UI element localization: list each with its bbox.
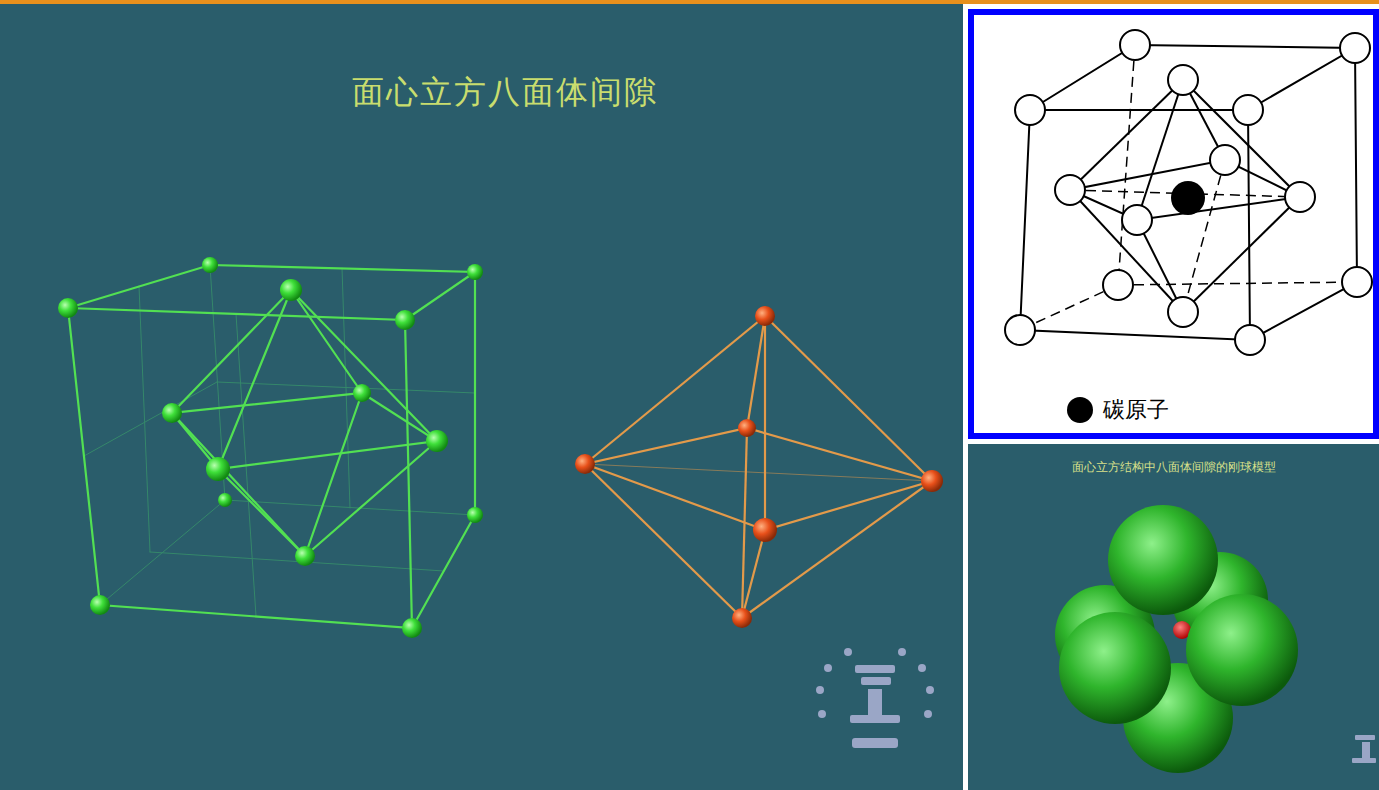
legend-swatch — [1067, 397, 1093, 423]
panel-caption: 面心立方结构中八面体间隙的刚球模型 — [1072, 459, 1276, 476]
legend-label: 碳原子 — [1103, 395, 1169, 425]
octahedron-wireframe — [575, 306, 943, 628]
fcc-cell-with-carbon — [1005, 30, 1372, 355]
right-top-panel — [971, 12, 1376, 436]
top-rule — [0, 0, 1379, 4]
hard-sphere-model — [1055, 505, 1298, 773]
left-panel — [0, 0, 963, 790]
right-bottom-panel — [968, 444, 1379, 790]
watermark-logo-small — [1352, 735, 1376, 763]
fcc-cube-wireframe — [58, 257, 483, 638]
slide-title: 面心立方八面体间隙 — [352, 71, 658, 115]
watermark-logo — [816, 648, 934, 748]
